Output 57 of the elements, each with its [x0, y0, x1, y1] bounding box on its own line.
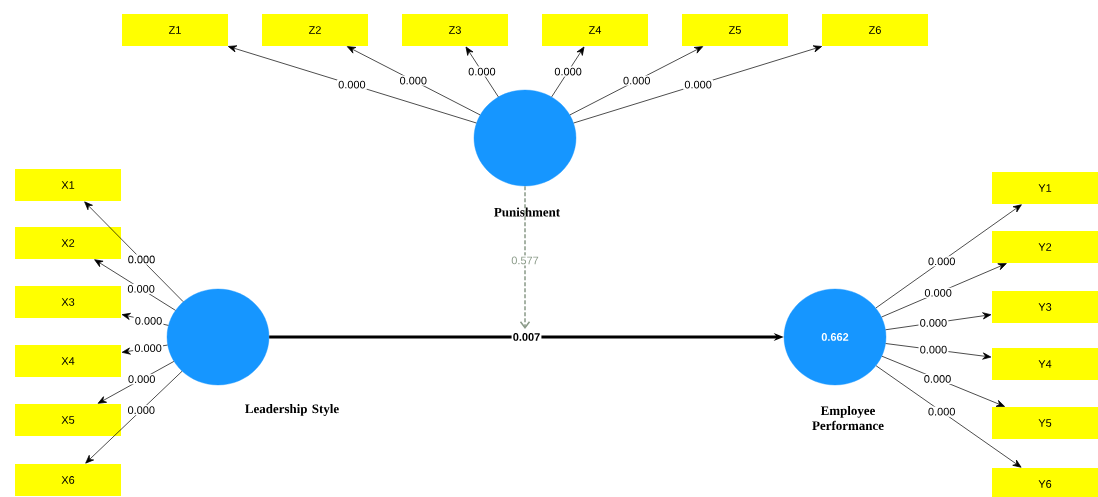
edge-label: 0.000: [623, 76, 650, 85]
arrow: [551, 46, 585, 98]
arrow: [94, 259, 176, 311]
edge-label: 0.000: [134, 344, 162, 353]
edge-label: 0.000: [128, 375, 155, 384]
arrow: [885, 343, 992, 360]
indicator-box: Y2: [992, 231, 1098, 263]
indicator-box: Z6: [822, 14, 928, 46]
edge-label: 0.000: [920, 345, 947, 354]
arrow: [881, 355, 1005, 407]
edge-label: 0.000: [928, 257, 955, 266]
edge-label: 0.000: [400, 76, 427, 85]
arrow: [875, 204, 1022, 309]
edge-label: 0.007: [513, 333, 540, 341]
arrow: [228, 45, 477, 124]
arrow: [346, 46, 481, 116]
edge-label: 0.000: [338, 80, 366, 89]
indicator-box: Y3: [992, 291, 1098, 323]
edge-label: 0.000: [135, 316, 162, 325]
indicator-box: Z5: [682, 14, 788, 46]
indicator-box: Y1: [992, 172, 1098, 204]
indicator-box: Z2: [262, 14, 368, 46]
arrow: [573, 45, 822, 124]
arrow: [569, 46, 704, 116]
arrow: [84, 201, 184, 303]
construct-label: Employee Performance: [812, 405, 884, 430]
indicator-box: X5: [15, 404, 121, 436]
edge-label: 0.577: [511, 256, 539, 265]
indicator-box: X6: [15, 464, 121, 496]
arrow: [97, 361, 175, 404]
construct-label: Leadership Style: [245, 404, 339, 416]
edge-label: 0.000: [128, 406, 155, 414]
indicator-box: Z4: [542, 14, 648, 46]
edge-label: 0.000: [924, 288, 952, 297]
edge-label: 0.000: [468, 67, 496, 76]
edge-label: 0.000: [920, 319, 947, 327]
arrow: [519, 185, 531, 329]
arrow: [875, 365, 1022, 468]
edge-label: 0.000: [554, 67, 582, 76]
arrow: [85, 370, 183, 464]
edge-label: 0.000: [924, 375, 951, 383]
edge-label: 0.000: [128, 255, 155, 264]
edge-label: 0.000: [928, 407, 955, 416]
edge-label: 0.000: [684, 80, 712, 89]
indicator-box: X3: [15, 286, 121, 318]
indicator-box: X4: [15, 345, 121, 377]
indicator-box: X1: [15, 169, 121, 201]
arrow: [465, 46, 499, 98]
indicator-box: Z3: [402, 14, 508, 46]
arrow: [881, 263, 1007, 318]
indicator-box: Y6: [992, 468, 1098, 497]
indicator-box: Y4: [992, 348, 1098, 380]
indicator-box: Z1: [122, 14, 228, 46]
indicator-box: X2: [15, 227, 121, 259]
indicator-box: Y5: [992, 407, 1098, 439]
construct-label: Punishment: [494, 207, 561, 217]
edge-label: 0.000: [127, 284, 155, 293]
